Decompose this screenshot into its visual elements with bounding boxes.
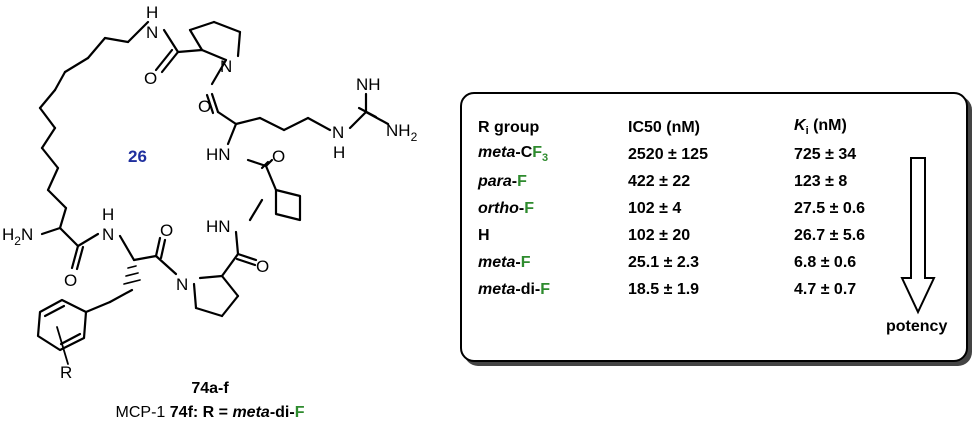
compound-desc-green: F	[294, 404, 305, 421]
potency-label: potency	[886, 318, 948, 335]
r-group-green: F	[517, 172, 527, 190]
cell-r-group: meta-F	[478, 249, 628, 276]
cell-ki: 725 ± 34	[794, 145, 857, 163]
compound-number: 26	[128, 147, 147, 166]
atom-o-pro2: O	[256, 257, 269, 276]
r-group-plain: -C	[515, 144, 533, 162]
cell-r-group: ortho-F	[478, 195, 628, 222]
atom-n-phe: N	[102, 225, 114, 244]
r-group-plain: -	[518, 199, 525, 217]
cell-ki: 6.8 ± 0.6	[794, 253, 857, 271]
atom-n-pro1: N	[220, 57, 232, 76]
atom-o-phe: O	[160, 221, 173, 240]
compound-desc-prefix: MCP-1	[115, 404, 166, 421]
cell-ic50: 18.5 ± 1.9	[628, 280, 700, 298]
compound-desc-mid: -di-	[269, 404, 295, 421]
cell-ki: 27.5 ± 0.6	[794, 199, 866, 217]
cell-ic50: 422 ± 22	[628, 172, 691, 190]
r-group-green: F	[520, 253, 531, 271]
macrocycle-structure: H N O N O NH N H NH2 HN O HN O N O H N O…	[2, 3, 418, 380]
r-group-green: F	[540, 280, 551, 298]
table-row: H 102 ± 20 26.7 ± 5.6	[478, 222, 914, 249]
atom-nh2-guan: NH2	[386, 121, 418, 144]
atom-nh-guan-top: NH	[356, 75, 381, 94]
r-group-plain: -	[511, 172, 518, 190]
compound-id: 74a-f	[191, 380, 229, 397]
atom-r-group: R	[60, 363, 72, 380]
header-ki: Ki (nM)	[794, 114, 914, 141]
cell-ki: 4.7 ± 0.7	[794, 280, 857, 298]
cell-ki: 26.7 ± 5.6	[794, 226, 866, 244]
compound-description: MCP-1 74f: R = meta-di-F	[0, 404, 420, 422]
cell-r-group: para-F	[478, 168, 628, 195]
cell-r-group: meta-di-F	[478, 276, 628, 303]
atom-o-arg: O	[272, 147, 285, 166]
r-group-plain: -di-	[515, 280, 541, 298]
atom-n-top: N	[146, 23, 158, 42]
r-group-italic: meta	[478, 280, 516, 298]
header-ic50: IC50 (nM)	[628, 118, 700, 136]
atom-o-lys: O	[64, 271, 77, 290]
atom-hn-arg: HN	[206, 145, 231, 164]
r-group-plain: H	[478, 226, 490, 244]
cell-ic50: 2520 ± 125	[628, 145, 708, 163]
atom-o-pro1: O	[144, 69, 157, 88]
cell-r-group: H	[478, 222, 628, 249]
compound-desc-bold: 74f: R =	[169, 404, 233, 421]
compound-desc-italic: meta	[232, 404, 270, 421]
header-ki-italic: K	[794, 117, 806, 135]
header-ki-sub: i	[805, 125, 809, 138]
atom-o-pro1-carbonyl: O	[198, 97, 211, 116]
cell-ic50: 102 ± 20	[628, 226, 691, 244]
cell-ic50: 25.1 ± 2.3	[628, 253, 700, 271]
r-group-italic: para	[478, 172, 512, 190]
cell-r-group: meta-CF3	[478, 141, 628, 168]
header-r-group: R group	[478, 118, 540, 136]
atom-h-top: H	[146, 3, 158, 22]
cell-ki: 123 ± 8	[794, 172, 848, 190]
atom-hn-cyclobutane: HN	[206, 217, 231, 236]
r-group-sub: 3	[542, 152, 549, 165]
r-group-plain: -	[515, 253, 521, 271]
atom-h-guan: H	[333, 143, 345, 162]
r-group-italic: ortho	[478, 199, 519, 217]
r-group-green: F	[524, 199, 534, 217]
atom-n-pro2: N	[176, 275, 188, 294]
atom-h2n: H2N	[2, 225, 33, 248]
cell-ic50: 102 ± 4	[628, 199, 682, 217]
header-ki-rest: (nM)	[808, 117, 847, 135]
potency-arrow-icon	[900, 157, 936, 315]
r-group-italic: meta	[478, 144, 516, 162]
atom-n-guan: N	[332, 123, 344, 142]
atom-h-phe: H	[102, 205, 114, 224]
r-group-green: F	[532, 144, 543, 162]
r-group-italic: meta	[478, 253, 516, 271]
table-header-row: R group IC50 (nM) Ki (nM)	[478, 114, 914, 141]
